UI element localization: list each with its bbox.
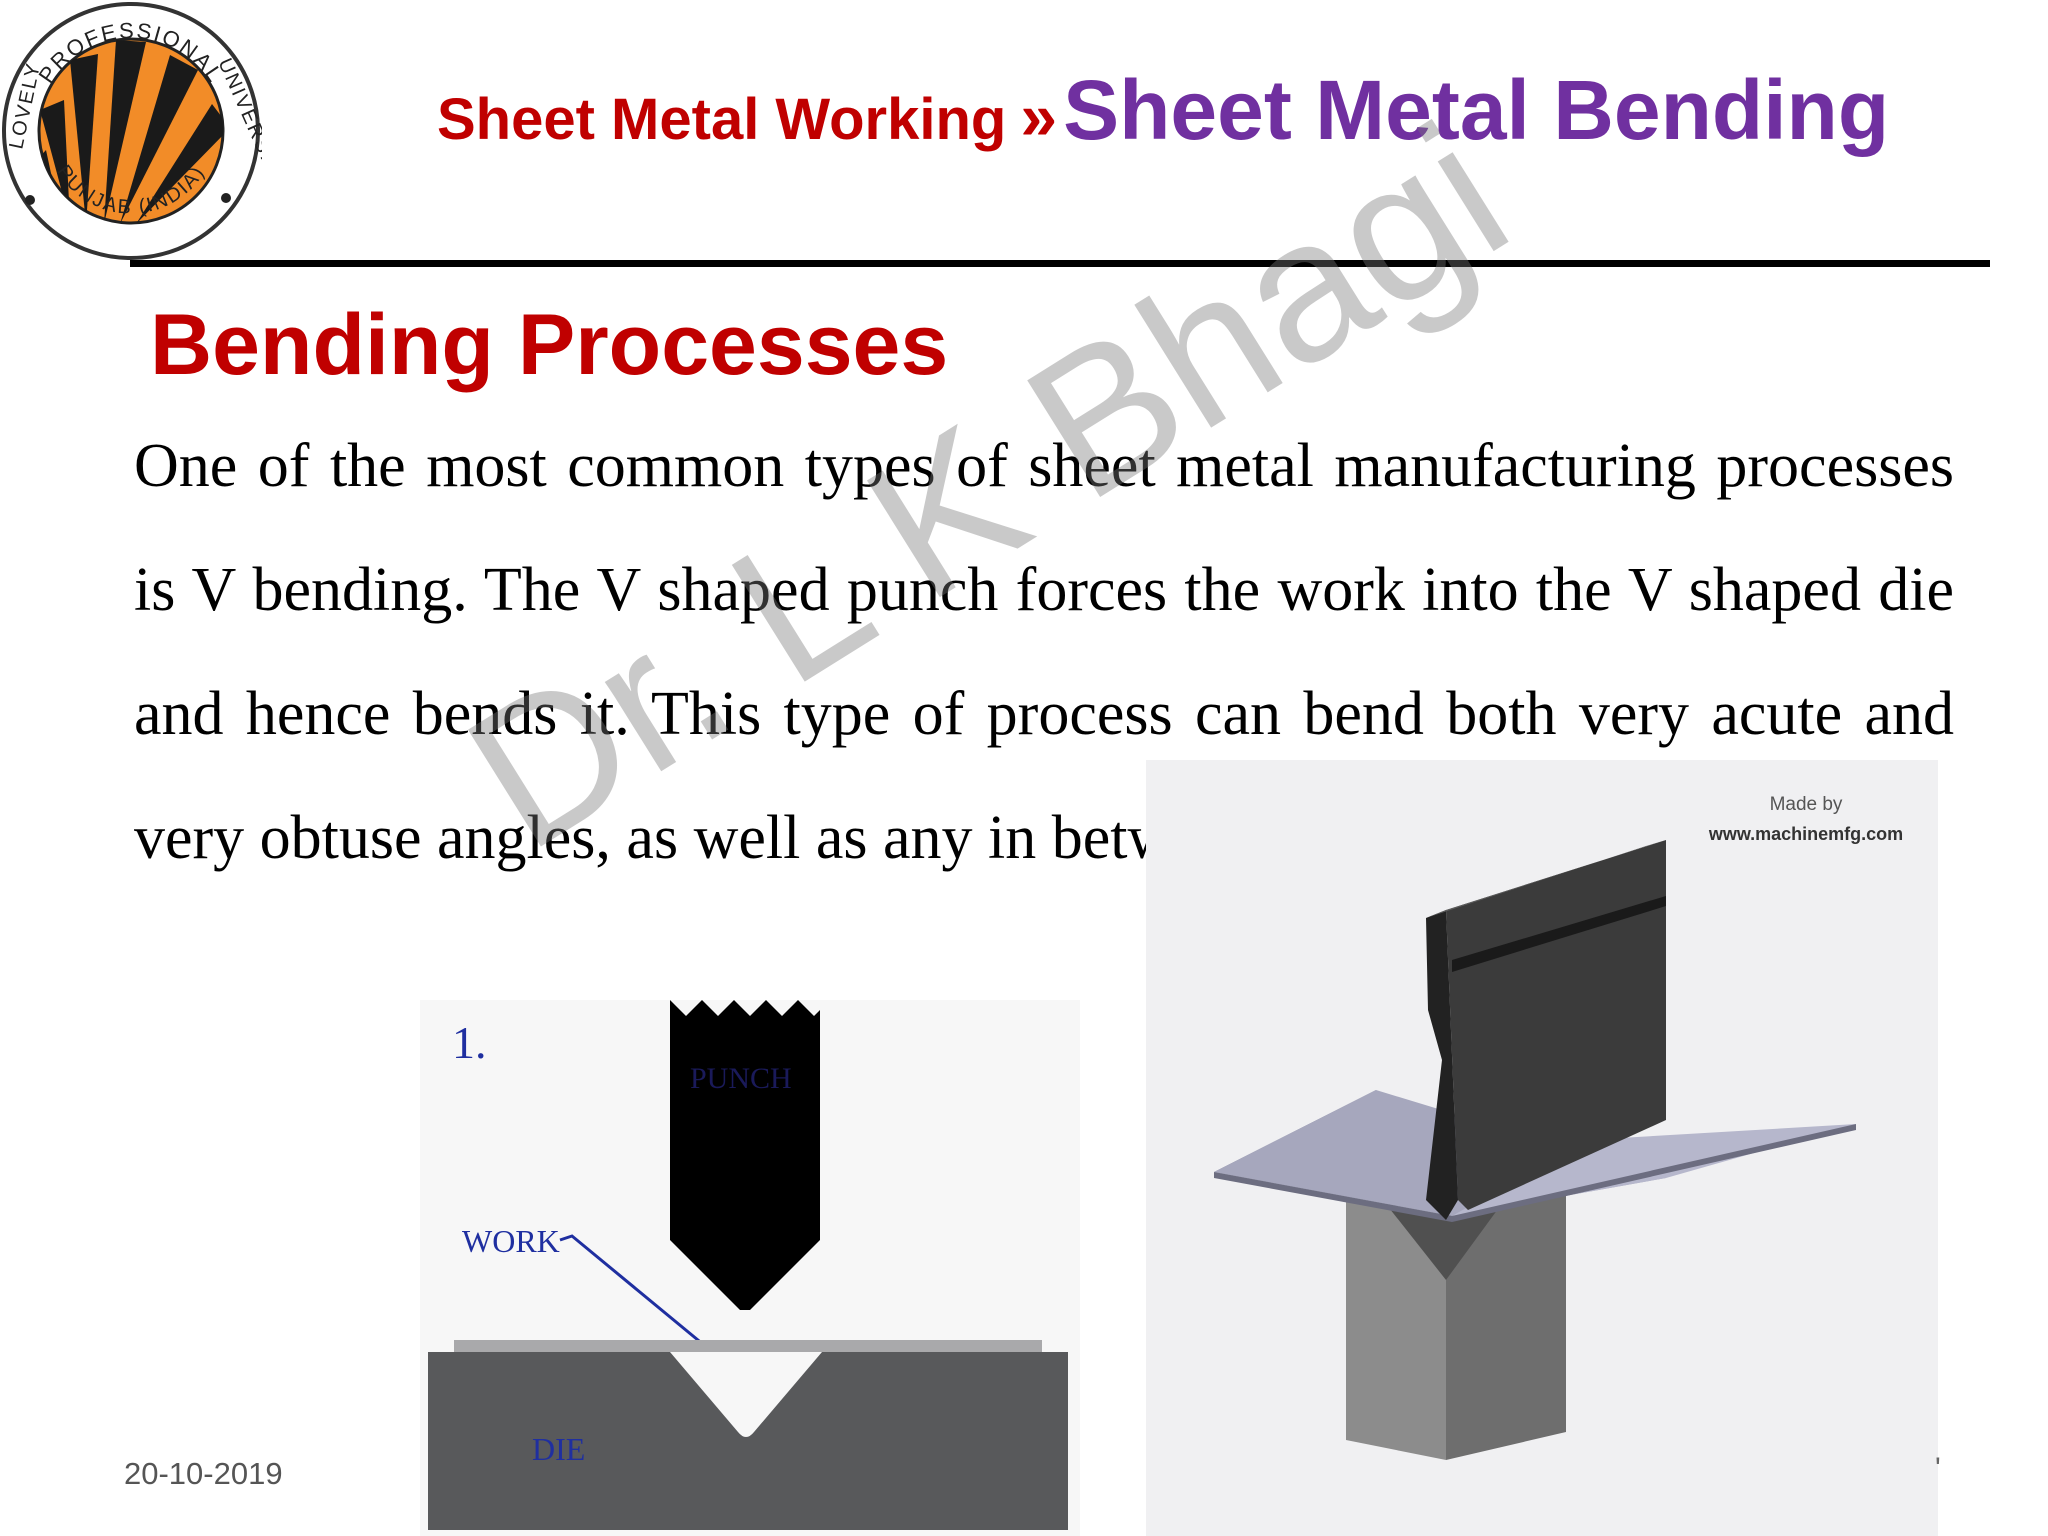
- die-block: [428, 1352, 1068, 1530]
- header-section-title: Sheet Metal Working: [437, 87, 1007, 152]
- header-divider: [130, 260, 1990, 267]
- section-heading: Bending Processes: [150, 297, 949, 393]
- die-label: DIE: [532, 1431, 585, 1467]
- slide-page-mark: ': [1935, 1452, 1941, 1485]
- die-side-face: [1446, 1190, 1566, 1460]
- credit-made-by: Made by: [1770, 794, 1843, 815]
- slide-header: Sheet Metal Working»Sheet Metal Bending: [437, 60, 1997, 160]
- body-paragraph: One of the most common types of sheet me…: [134, 432, 1954, 872]
- punch-shape: [670, 1000, 820, 1310]
- breadcrumb-separator: »: [1020, 79, 1058, 153]
- punch-label: PUNCH: [690, 1062, 792, 1095]
- die-v-groove: [1386, 1198, 1506, 1280]
- credit-website: www.machinemfg.com: [1708, 824, 1903, 844]
- header-topic-title: Sheet Metal Bending: [1063, 63, 1890, 157]
- die-front-face: [1346, 1200, 1446, 1460]
- punch-groove: [1452, 896, 1666, 972]
- university-logo: PROFESSIONAL PUNJAB (INDIA) LOVELY UNIVE…: [2, 2, 262, 260]
- work-leader-line: [559, 1234, 711, 1352]
- step-number: 1.: [452, 1017, 487, 1068]
- work-label: WORK: [462, 1223, 560, 1259]
- slide-date: 20-10-2019: [124, 1456, 283, 1491]
- punch-front-face: [1426, 910, 1458, 1220]
- punch-side-face: [1446, 840, 1666, 1210]
- work-sheet: [454, 1340, 1042, 1352]
- v-bending-diagram: 1. PUNCH WORK DIE: [420, 1000, 1080, 1536]
- press-brake-render: Made by www.machinemfg.com: [1146, 760, 1938, 1536]
